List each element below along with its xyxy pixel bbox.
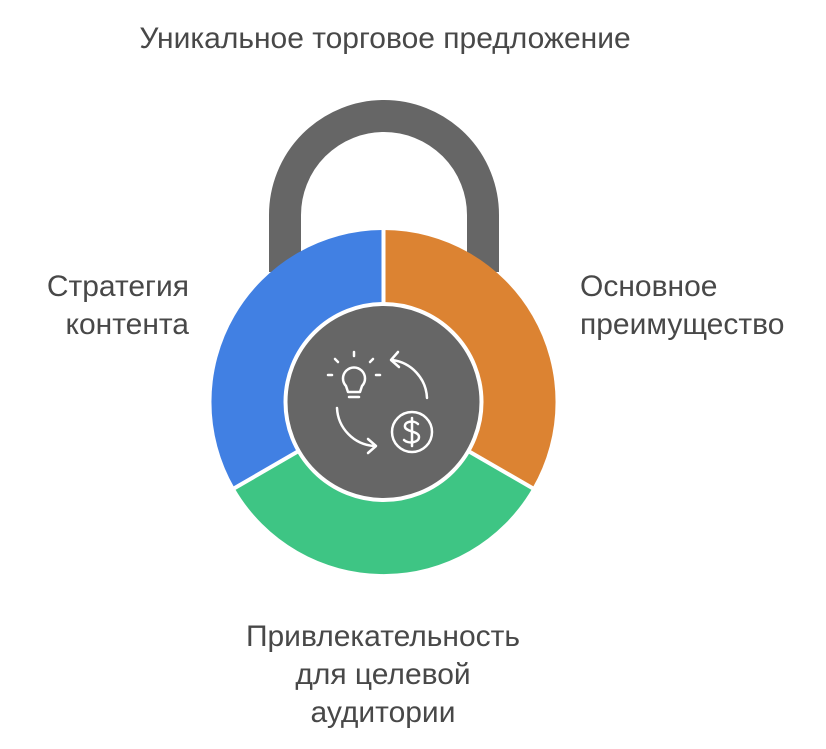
segment-label-line: контента [65, 308, 189, 341]
center-hub [283, 302, 484, 502]
padlock-shackle [269, 100, 499, 272]
segment-label-line: Основное [580, 270, 718, 303]
segment-label-line: преимущество [580, 308, 785, 341]
segment-label-right: Основное преимущество [580, 268, 784, 344]
segment-label-line: аудитории [310, 696, 456, 729]
diagram-title: Уникальное торговое предложение [139, 22, 631, 55]
segment-label-line: для целевой [295, 658, 471, 691]
segment-label-bottom: Привлекательность для целевой аудитории [233, 618, 533, 732]
segment-label-line: Привлекательность [245, 620, 521, 653]
segment-label-line: Стратегия [46, 270, 189, 303]
idea-to-money-cycle-icon [326, 350, 434, 455]
segment-label-left: Стратегия контента [47, 268, 189, 344]
